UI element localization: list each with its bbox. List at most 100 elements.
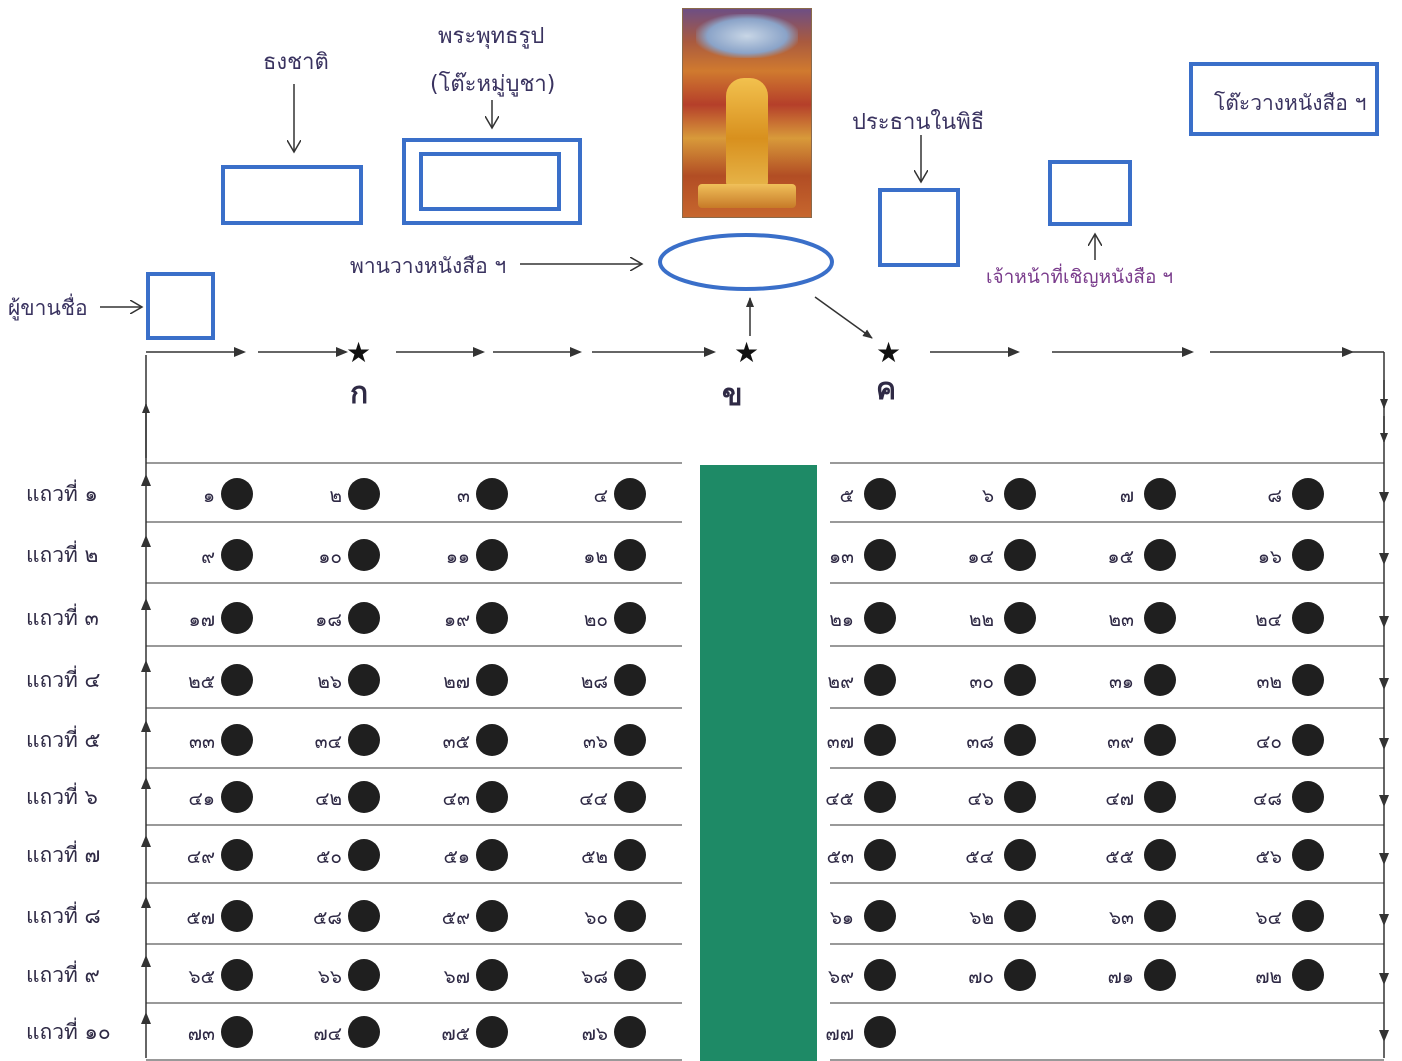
officer-label: เจ้าหน้าที่เชิญหนังสือ ฯ [986,266,1174,288]
seat-dot-icon [1004,602,1036,634]
row-label: แถวที่ ๘ [26,904,101,928]
up-arrow-icon [141,955,151,967]
seat-dot-icon [864,839,896,871]
down-arrow-icon [1379,853,1389,865]
tray-label: พานวางหนังสือ ฯ [350,254,507,278]
up-arrow-icon [141,896,151,908]
seat-number: ๑๑ [445,546,470,568]
seat-dot-icon [614,781,646,813]
seat-number: ๓๐ [969,671,994,693]
down-arrow-icon [1379,553,1389,565]
seat-dot-icon [864,539,896,571]
seat-dot-icon [1144,959,1176,991]
seat-dot-icon [1004,478,1036,510]
seat-dot-icon [476,839,508,871]
seat-dot-icon [864,664,896,696]
seat-dot-icon [864,959,896,991]
to-station-c-arrow [814,296,873,339]
book-table-label: โต๊ะวางหนังสือ ฯ [1214,91,1367,115]
seat-number: ๓๙ [1107,731,1134,753]
seat-dot-icon [1292,900,1324,932]
down-arrow-icon [1379,738,1389,750]
seat-number: ๓๗ [826,731,854,753]
row-label: แถวที่ ๑๐ [26,1020,111,1044]
seat-dot-icon [476,664,508,696]
seat-dot-icon [1004,724,1036,756]
seat-number: ๔๒ [315,788,342,810]
announcer-box [146,272,215,340]
seat-dot-icon [348,602,380,634]
seat-number: ๙ [201,546,215,568]
seat-number: ๓๑ [1108,671,1134,693]
seat-dot-icon [348,959,380,991]
seat-number: ๕๐ [316,846,342,868]
seat-number: ๒๑ [829,609,854,631]
seat-dot-icon [864,602,896,634]
row-label: แถวที่ ๗ [26,843,101,867]
seat-number: ๖๕ [188,966,215,988]
up-arrow-icon [141,598,151,610]
seat-dot-icon [476,900,508,932]
seat-number: ๕๗ [186,907,215,929]
seat-dot-icon [614,1016,646,1048]
seat-dot-icon [1144,781,1176,813]
seat-dot-icon [614,839,646,871]
down-arrow-icon [1379,492,1389,504]
down-arrow-icon [1379,973,1389,985]
seat-dot-icon [1292,478,1324,510]
seat-number: ๔๐ [1256,731,1282,753]
seat-dot-icon [476,959,508,991]
seat-number: ๖๖ [317,966,342,988]
center-aisle [700,465,817,1061]
seat-dot-icon [1004,539,1036,571]
seat-dot-icon [1144,839,1176,871]
star-icon: ★ [734,336,760,369]
officer-box [1048,160,1132,226]
altar-base [698,184,796,208]
chairman-label: ประธานในพิธี [852,110,985,135]
seat-number: ๔ [593,485,608,507]
seat-dot-icon [1004,781,1036,813]
seat-dot-icon [348,900,380,932]
seat-dot-icon [221,478,253,510]
seat-number: ๗๒ [1255,966,1282,988]
seat-dot-icon [1292,724,1324,756]
seat-dot-icon [1144,478,1176,510]
seat-number: ๑๙ [444,609,470,631]
seat-number: ๕๕ [1105,846,1134,868]
altar-box-inner [419,152,561,211]
seat-dot-icon [614,724,646,756]
seat-dot-icon [864,1016,896,1048]
seat-dot-icon [1144,539,1176,571]
down-arrow-icon [1379,616,1389,628]
seat-number: ๒๙ [827,671,854,693]
seat-number: ๗๕ [441,1023,470,1045]
seat-number: ๔๗ [1105,788,1134,810]
seat-number: ๑๗ [188,609,215,631]
up-arrow-icon [141,474,151,486]
seat-number: ๓๘ [966,731,994,753]
seat-number: ๔๑ [188,788,215,810]
seat-number: ๖๐ [584,907,608,929]
seat-number: ๔๓ [442,788,470,810]
seat-dot-icon [348,781,380,813]
seat-dot-icon [476,781,508,813]
seat-number: ๒๗ [443,671,470,693]
seat-number: ๕๓ [826,846,854,868]
seat-dot-icon [348,724,380,756]
seat-dot-icon [1004,839,1036,871]
seat-number: ๒๖ [317,671,342,693]
seat-number: ๖๘ [581,966,608,988]
seat-number: ๑๘ [315,609,342,631]
seat-number: ๗ [1119,485,1134,507]
portrait-figure [726,78,768,188]
row-label: แถวที่ ๔ [26,668,101,692]
seat-number: ๖๒ [969,907,994,929]
seat-number: ๒๕ [188,671,215,693]
seat-dot-icon [1144,664,1176,696]
seat-dot-icon [1292,539,1324,571]
announcer-label: ผู้ขานชื่อ [8,296,88,320]
seat-dot-icon [348,664,380,696]
seat-number: ๑๒ [583,546,608,568]
